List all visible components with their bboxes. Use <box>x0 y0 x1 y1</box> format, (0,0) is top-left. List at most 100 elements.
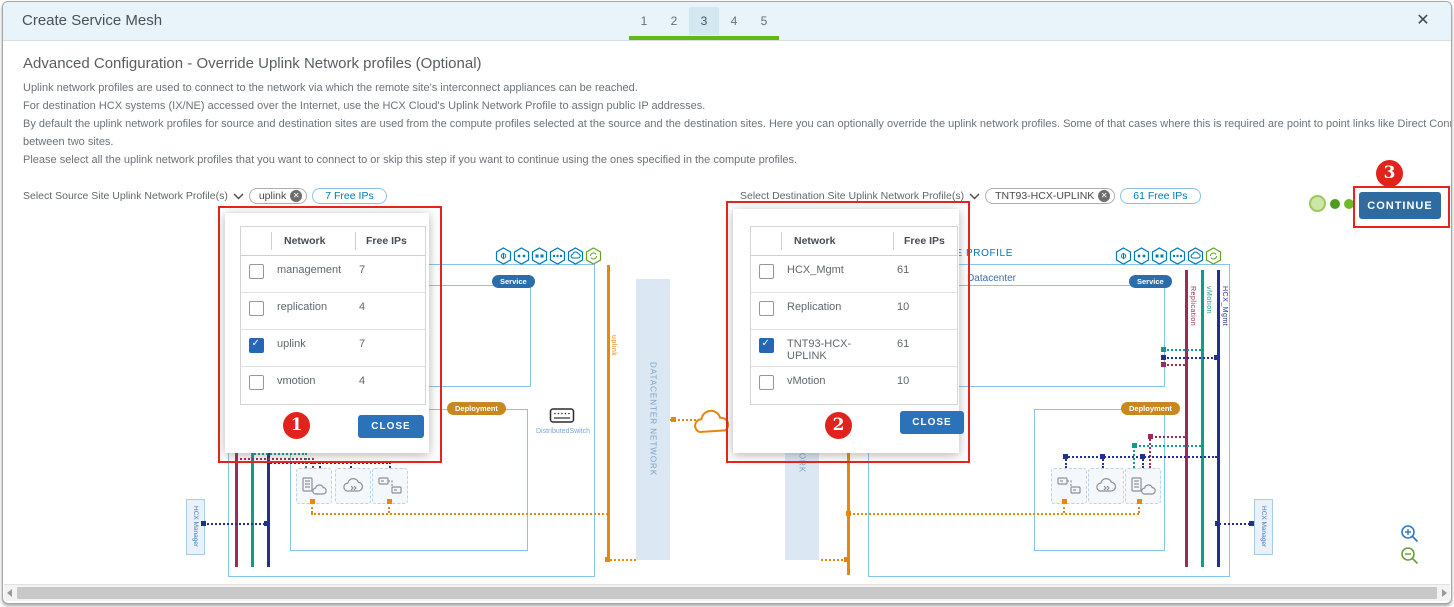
crimson-connector <box>235 458 314 460</box>
orange-dc-connector <box>821 559 847 561</box>
crimson-connector <box>1163 364 1185 366</box>
remove-tag-icon[interactable]: ✕ <box>1098 190 1111 202</box>
datacenter-network-label: DATACENTER NETWORK <box>648 362 658 477</box>
free-ips-value: 61 <box>897 264 910 276</box>
network-name: replication <box>277 301 328 313</box>
step-3-active[interactable]: 3 <box>689 7 719 35</box>
orange-node <box>605 557 610 562</box>
selected-profile-tag[interactable]: TNT93-HCX-UPLINK ✕ <box>985 188 1116 204</box>
teal-connector <box>1163 349 1201 351</box>
interconnect-hexagon-icon <box>1151 247 1168 265</box>
replication-line-label: Replication <box>1189 286 1196 327</box>
orange-node <box>1062 499 1067 504</box>
connector-node <box>1214 355 1219 360</box>
destination-selector-label: Select Destination Site Uplink Network P… <box>740 190 965 202</box>
dest-deployment-pill: Deployment <box>1121 402 1180 415</box>
dialog-title: Create Service Mesh <box>22 12 163 29</box>
status-dot-dark <box>1330 198 1340 209</box>
ne-appliance-box <box>1051 468 1087 504</box>
step-1[interactable]: 1 <box>640 14 648 28</box>
source-uplink-line <box>607 265 610 562</box>
free-ips-column-header: Free IPs <box>893 232 957 250</box>
row-checkbox[interactable] <box>249 301 264 316</box>
horizontal-scrollbar[interactable] <box>4 584 1450 601</box>
free-ips-column-header: Free IPs <box>355 232 425 250</box>
dest-network-table: Network Free IPs HCX_Mgmt 61 Replication… <box>750 226 958 405</box>
scrollbar-thumb[interactable] <box>17 587 1437 599</box>
step-4[interactable]: 4 <box>730 14 738 28</box>
mgmt-connector <box>203 523 269 525</box>
close-icon[interactable]: ✕ <box>1416 12 1430 29</box>
remove-tag-icon[interactable]: ✕ <box>290 190 303 202</box>
free-ips-value: 7 <box>359 264 366 276</box>
network-name: vmotion <box>277 375 316 387</box>
scroll-left-arrow-icon[interactable] <box>7 589 12 597</box>
intro-line: By default the uplink network profiles f… <box>23 118 1452 130</box>
ne-appliance-box <box>372 468 408 504</box>
row-checkbox[interactable] <box>759 375 774 390</box>
wan-appliance-box <box>1088 468 1124 504</box>
dest-compute-profile-title: COMPUTE PROFILE <box>908 248 1013 259</box>
crimson-connector <box>1150 436 1185 438</box>
chevron-down-icon[interactable] <box>233 193 244 200</box>
row-checkbox[interactable] <box>759 338 774 353</box>
orange-node <box>1137 499 1142 504</box>
crimson-stub <box>1149 436 1151 468</box>
connector-node <box>1140 454 1145 459</box>
source-network-table: Network Free IPs management 7 replicatio… <box>240 226 426 405</box>
free-ips-value: 4 <box>359 375 366 387</box>
connector-node <box>1161 347 1166 352</box>
intro-paragraphs: Uplink network profiles are used to conn… <box>23 79 1452 169</box>
dest-deployment-box <box>1034 409 1165 551</box>
step-5[interactable]: 5 <box>760 14 768 28</box>
row-checkbox[interactable] <box>249 375 264 390</box>
step-indicator: 1 2 3 4 5 <box>629 7 779 35</box>
source-popup-highlight <box>218 206 442 463</box>
source-network-popup: Network Free IPs management 7 replicatio… <box>225 213 429 453</box>
cloud-hexagon-icon <box>1187 247 1204 265</box>
free-ips-badge: 61 Free IPs <box>1120 188 1201 204</box>
orange-uplink-connector <box>311 513 608 515</box>
status-dots <box>1309 195 1354 212</box>
dest-appliance-hexagons <box>1115 247 1222 265</box>
dest-mgmt-line <box>1217 270 1220 567</box>
connector-node <box>1100 454 1105 459</box>
row-checkbox[interactable] <box>759 301 774 316</box>
continue-button[interactable]: CONTINUE <box>1359 192 1441 219</box>
annotation-badge-1: 1 <box>283 412 310 439</box>
scroll-right-arrow-icon[interactable] <box>1442 589 1447 597</box>
chevron-down-icon[interactable] <box>969 193 980 200</box>
close-button[interactable]: CLOSE <box>900 411 964 434</box>
checkbox-column <box>241 227 271 255</box>
mgmt-connector <box>1219 523 1254 525</box>
orange-node <box>310 499 315 504</box>
close-button[interactable]: CLOSE <box>358 415 424 438</box>
row-checkbox[interactable] <box>249 264 264 279</box>
source-selector-label: Select Source Site Uplink Network Profil… <box>23 190 228 202</box>
dest-replication-line <box>1185 270 1188 567</box>
connector-node <box>264 521 269 526</box>
row-checkbox[interactable] <box>249 338 264 353</box>
connector-node <box>1215 521 1220 526</box>
step-2[interactable]: 2 <box>670 14 678 28</box>
source-deployment-pill: Deployment <box>447 402 506 415</box>
dest-hcx-manager-box: HCX Manager <box>1254 499 1273 555</box>
distributed-switch-icon <box>549 408 575 423</box>
table-row: vmotion 4 <box>241 367 425 404</box>
free-ips-value: 4 <box>359 301 366 313</box>
selected-profile-name: uplink <box>258 190 287 202</box>
zoom-out-icon[interactable] <box>1400 546 1420 566</box>
table-row: Replication 10 <box>751 293 957 330</box>
orange-dc-connector <box>610 559 636 561</box>
dest-vmotion-line <box>1201 270 1204 567</box>
dialog-header: Create Service Mesh 1 2 3 4 5 ✕ <box>3 2 1451 41</box>
connector-node <box>1249 521 1254 526</box>
server-cloud-icon <box>1131 477 1156 495</box>
row-checkbox[interactable] <box>759 264 774 279</box>
zoom-in-icon[interactable] <box>1400 524 1420 544</box>
free-ips-value: 10 <box>897 375 910 387</box>
free-ips-value: 7 <box>359 338 366 350</box>
selected-profile-tag[interactable]: uplink ✕ <box>248 188 308 204</box>
wan-opt-hexagon-icon <box>513 247 530 265</box>
